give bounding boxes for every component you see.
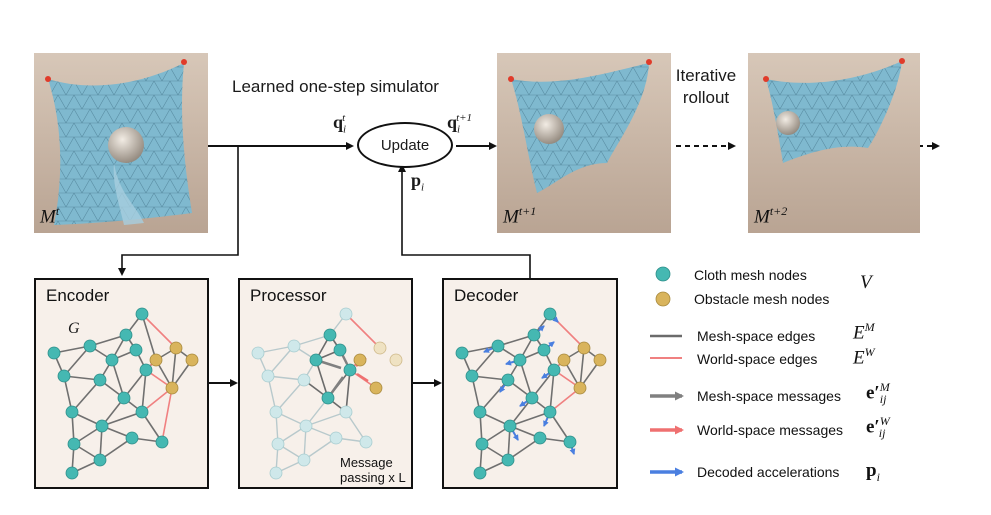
decoder-title: Decoder <box>454 286 519 305</box>
symbol-eM: e′Mij <box>866 380 890 407</box>
frame-label-t: Mt <box>40 204 60 228</box>
symbol-q-t: qit <box>333 112 347 136</box>
frame-label-t2: Mt+2 <box>754 204 788 228</box>
obstacle-node-swatch <box>655 291 671 307</box>
processor-graph <box>251 307 403 480</box>
decoder-box: Decoder <box>442 278 618 489</box>
symbol-eW: e′Wij <box>866 414 890 441</box>
encoder-graph <box>47 307 199 480</box>
processor-note: Message passing x L <box>340 455 406 485</box>
decoder-graph <box>455 307 607 480</box>
simulator-title: Learned one-step simulator <box>232 77 439 96</box>
cloth-frame-t2 <box>748 53 920 233</box>
symbol-V: V <box>860 272 872 293</box>
encoder-box: Encoder G <box>34 278 209 489</box>
cloth-frame-t <box>34 53 208 233</box>
legend-obstacle-nodes: Obstacle mesh nodes <box>694 291 830 307</box>
processor-title: Processor <box>250 286 327 305</box>
legend-symbols <box>650 266 684 477</box>
frame-label-t1: Mt+1 <box>503 204 537 228</box>
symbol-q-t1: qit+1 <box>447 112 473 136</box>
update-label: Update <box>380 136 430 154</box>
symbol-EM: EM <box>853 320 875 344</box>
processor-box: Processor <box>238 278 413 489</box>
symbol-EW: EW <box>853 345 875 369</box>
legend-accelerations: Decoded accelerations <box>697 464 840 480</box>
legend-mesh-messages: Mesh-space messages <box>697 388 841 404</box>
iterative-rollout-label: Iterative rollout <box>675 66 737 107</box>
cloth-node-swatch <box>655 266 671 282</box>
encoder-title: Encoder <box>46 286 110 305</box>
graph-label: G <box>68 320 80 337</box>
update-node: Update <box>357 122 453 168</box>
legend-world-edges: World-space edges <box>697 351 818 367</box>
cloth-frame-t1 <box>497 53 671 233</box>
legend-world-messages: World-space messages <box>697 422 844 438</box>
symbol-p: pi <box>411 170 425 194</box>
legend-mesh-edges: Mesh-space edges <box>697 328 816 344</box>
legend-cloth-nodes: Cloth mesh nodes <box>694 267 807 283</box>
symbol-pi: pi <box>866 460 880 484</box>
